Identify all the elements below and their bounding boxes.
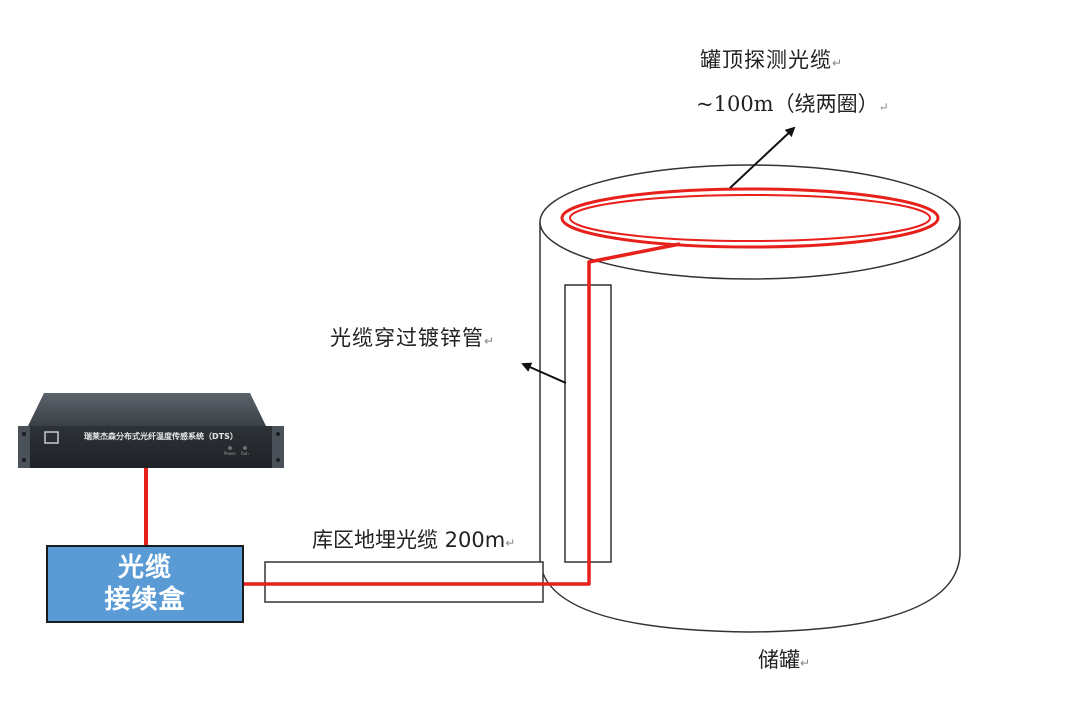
rack-top [28, 393, 266, 426]
fiber-route [244, 242, 681, 586]
rack-front [18, 426, 284, 468]
power-led-icon [228, 446, 232, 450]
arrow-roof-cable [729, 126, 796, 189]
dts-device [18, 393, 284, 468]
tank-top [539, 164, 961, 280]
pipe-label: 光缆穿过镀锌管↵ [330, 326, 496, 350]
fiber-ring-inner [569, 194, 931, 242]
buried-cable-label: 库区地埋光缆 200m↵ [312, 528, 516, 552]
splice-box-line1: 光缆 [117, 553, 172, 583]
splice-box: 光缆 接续盒 [46, 545, 244, 623]
dts-logo-icon [44, 431, 59, 444]
rack-screw [22, 458, 26, 462]
power-indicator-label: Power [224, 451, 237, 456]
dts-front-label: 瑞莱杰森分布式光纤温度传感系统（DTS） [84, 432, 238, 441]
run-led-icon [243, 446, 247, 450]
rack-screw [22, 432, 26, 436]
rack-ear-right [272, 426, 284, 468]
rack-screw [276, 458, 280, 462]
buried-conduit [264, 561, 544, 603]
run-indicator-label: Run [241, 451, 249, 456]
rack-ear-left [18, 426, 30, 468]
tank-bottom [539, 554, 961, 633]
roof-fiber-rings [560, 187, 940, 249]
roof-cable-label: 罐顶探测光缆↵ [700, 48, 844, 72]
fiber-ring-outer [560, 187, 940, 249]
rack-screw [276, 432, 280, 436]
arrow-pipe [521, 362, 567, 384]
tank-label: 储罐↵ [758, 648, 811, 672]
splice-box-line2: 接续盒 [104, 585, 186, 615]
roof-cable-length-label: ~100m（绕两圈）↵ [696, 92, 889, 116]
